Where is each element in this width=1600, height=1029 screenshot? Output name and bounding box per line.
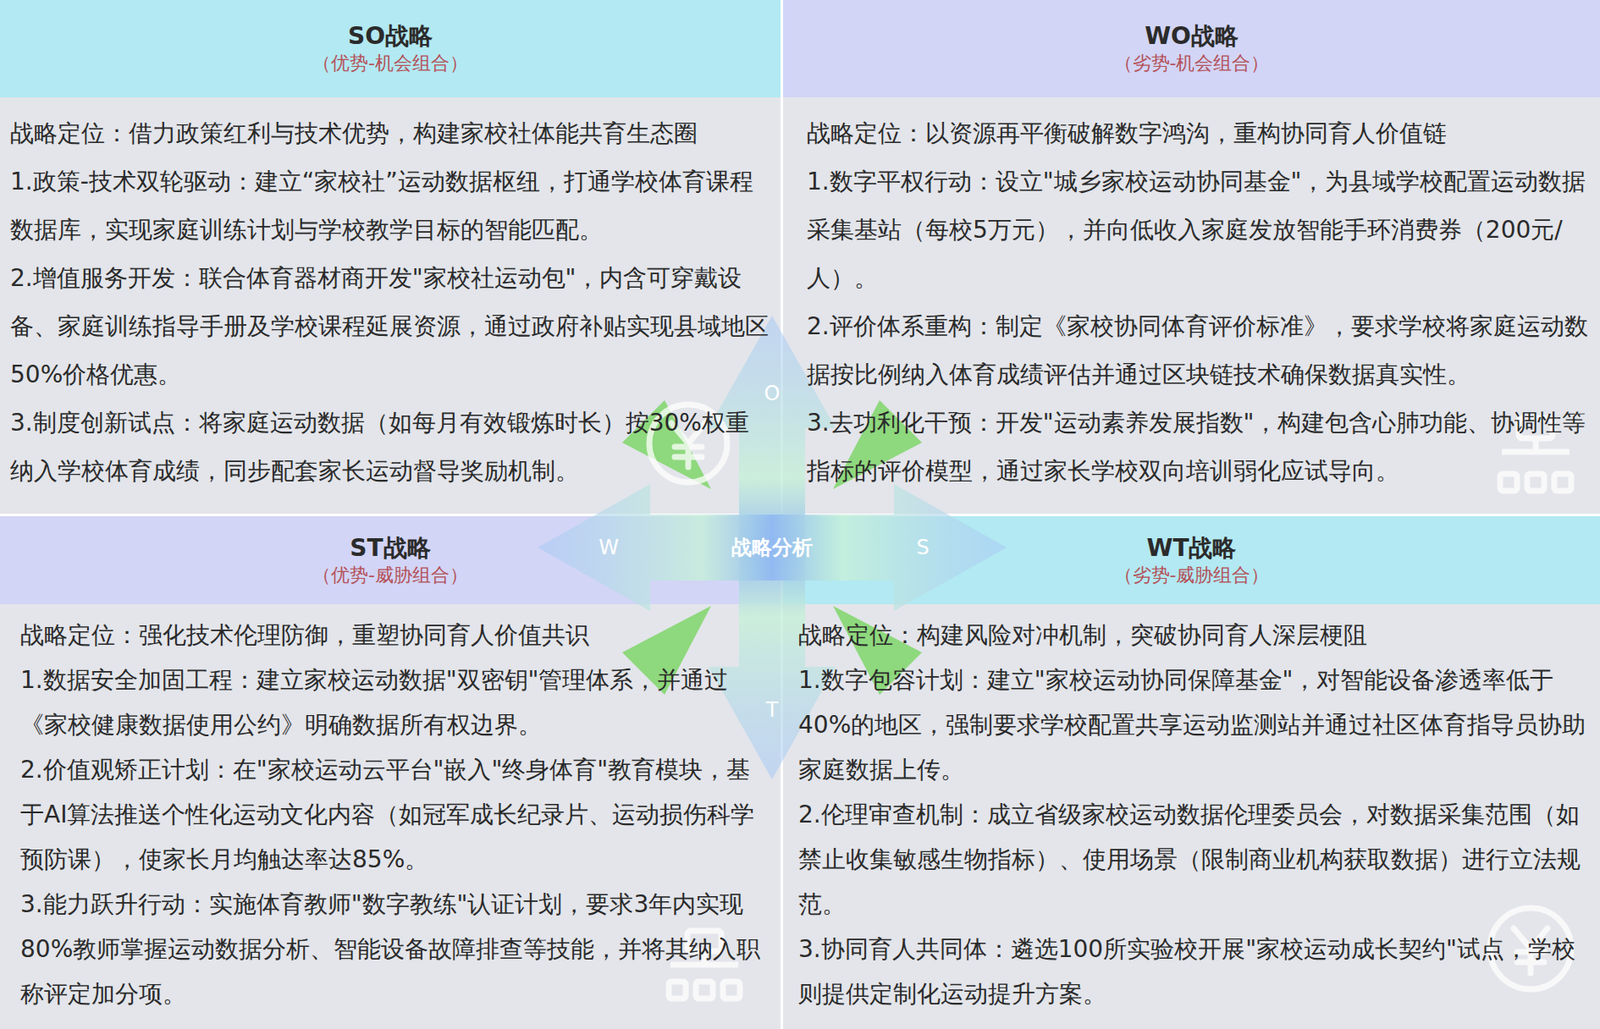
green-pointer (833, 400, 922, 490)
header-band: SO战略（优势-机会组合） (0, 0, 781, 98)
strategy-title: WO战略 (1144, 21, 1239, 52)
coin-icon (1489, 908, 1572, 990)
cross-letter: S (915, 535, 929, 560)
strategy-item: 3.制度创新试点：将家庭运动数据（如每月有效锻炼时长）按30%权重纳入学校体育成… (10, 398, 769, 496)
green-pointer (622, 400, 712, 490)
strategy-item: 3.去功利化干预：开发"运动素养发展指数"，构建包含心肺功能、协调性等指标的评价… (806, 398, 1589, 496)
green-pointer (833, 606, 922, 696)
strategy-subtitle: （优势-威胁组合） (312, 563, 469, 589)
strategy-subtitle: （劣势-机会组合） (1114, 51, 1270, 77)
cross-label-holder: 战略分析 (731, 534, 813, 562)
cross-center-label: 战略分析 (731, 535, 813, 560)
strategy-item: 2.评价体系重构：制定《家校协同体育评价标准》，要求学校将家庭运动数据按比例纳入… (806, 302, 1589, 399)
strategy-quadrant: WO战略（劣势-机会组合）战略定位：以资源再平衡破解数字鸿沟，重构协同育人价值链… (783, 0, 1600, 514)
strategy-positioning: 战略定位：借力政策红利与技术优势，构建家校社体能共育生态圈 (10, 109, 769, 158)
strategy-item: 3.能力跃升行动：实施体育教师"数字教练"认证计划，要求3年内实现80%教师掌握… (20, 882, 769, 1017)
strategy-title: SO战略 (347, 21, 433, 52)
strategy-item: 1.数字平权行动：设立"城乡家校运动协同基金"，为县域学校配置运动数据采集基站（… (806, 157, 1589, 303)
strategy-item: 1.数字包容计划：建立"家校运动协同保障基金"，对智能设备渗透率低于40%的地区… (798, 657, 1589, 793)
strategy-body: 战略定位：借力政策红利与技术优势，构建家校社体能共育生态圈1.政策-技术双轮驱动… (0, 97, 781, 503)
cross-label-holder: W (598, 535, 619, 560)
strategy-subtitle: （劣势-威胁组合） (1114, 563, 1270, 589)
strategy-item: 2.伦理审查机制：成立省级家校运动数据伦理委员会，对数据采集范围（如禁止收集敏感… (798, 792, 1589, 927)
header-band: WO战略（劣势-机会组合） (783, 0, 1600, 98)
org-icon (668, 931, 740, 999)
strategy-item: 2.价值观矫正计划：在"家校运动云平台"嵌入"终身体育"教育模块，基于AI算法推… (20, 747, 769, 883)
strategy-item: 1.数据安全加固工程：建立家校运动数据"双密钥"管理体系，并通过《家校健康数据使… (20, 657, 769, 748)
cross-letter: W (598, 535, 619, 560)
strategy-item: 2.增值服务开发：联合体育器材商开发"家校社运动包"，内含可穿戴设备、家庭训练指… (10, 253, 769, 399)
coin-icon (649, 404, 728, 483)
green-pointer (622, 606, 712, 696)
strategy-item: 3.协同育人共同体：遴选100所实验校开展"家校运动成长契约"试点，学校则提供定… (798, 926, 1589, 1017)
cross-label-holder: S (915, 535, 929, 560)
strategy-quadrant: SO战略（优势-机会组合）战略定位：借力政策红利与技术优势，构建家校社体能共育生… (0, 0, 781, 514)
strategy-body: 战略定位：强化技术伦理防御，重塑协同育人价值共识1.数据安全加固工程：建立家校运… (0, 604, 781, 1024)
cross-label-holder: O (764, 381, 781, 406)
cross-label-holder: T (766, 698, 779, 723)
strategy-title: ST战略 (349, 533, 431, 564)
strategy-quadrant: ST战略（优势-威胁组合） 战略定位：强化技术伦理防御，重塑协同育人价值共识1.数… (0, 516, 781, 1029)
strategy-positioning: 战略定位：构建风险对冲机制，突破协同育人深层梗阻 (798, 612, 1589, 658)
cross-letter: T (766, 698, 779, 723)
strategy-item: 1.政策-技术双轮驱动：建立“家校社”运动数据枢纽，打通学校体育课程数据库，实现… (10, 157, 769, 254)
strategy-body: 战略定位：构建风险对冲机制，突破协同育人深层梗阻1.数字包容计划：建立"家校运动… (783, 604, 1600, 1024)
strategy-positioning: 战略定位：以资源再平衡破解数字鸿沟，重构协同育人价值链 (806, 109, 1589, 158)
horizontal-arrow (537, 484, 1007, 612)
cross-letter: O (764, 381, 781, 406)
org-icon (1500, 418, 1572, 492)
strategy-title: WT战略 (1147, 533, 1237, 564)
strategy-subtitle: （优势-机会组合） (312, 51, 469, 77)
strategy-body: 战略定位：以资源再平衡破解数字鸿沟，重构协同育人价值链1.数字平权行动：设立"城… (783, 97, 1600, 503)
strategy-positioning: 战略定位：强化技术伦理防御，重塑协同育人价值共识 (20, 612, 769, 658)
